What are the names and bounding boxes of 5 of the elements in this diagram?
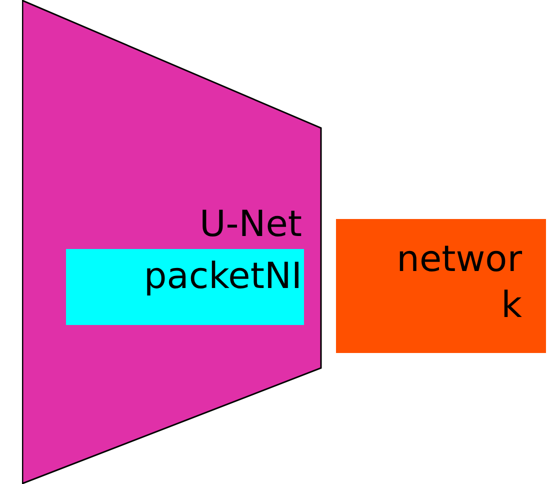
network-box <box>336 219 546 353</box>
trapezoid-label: U-Net <box>199 203 302 247</box>
network-label: network <box>396 239 522 326</box>
packet-label: packetNI <box>144 255 302 299</box>
packet-box <box>66 249 304 325</box>
